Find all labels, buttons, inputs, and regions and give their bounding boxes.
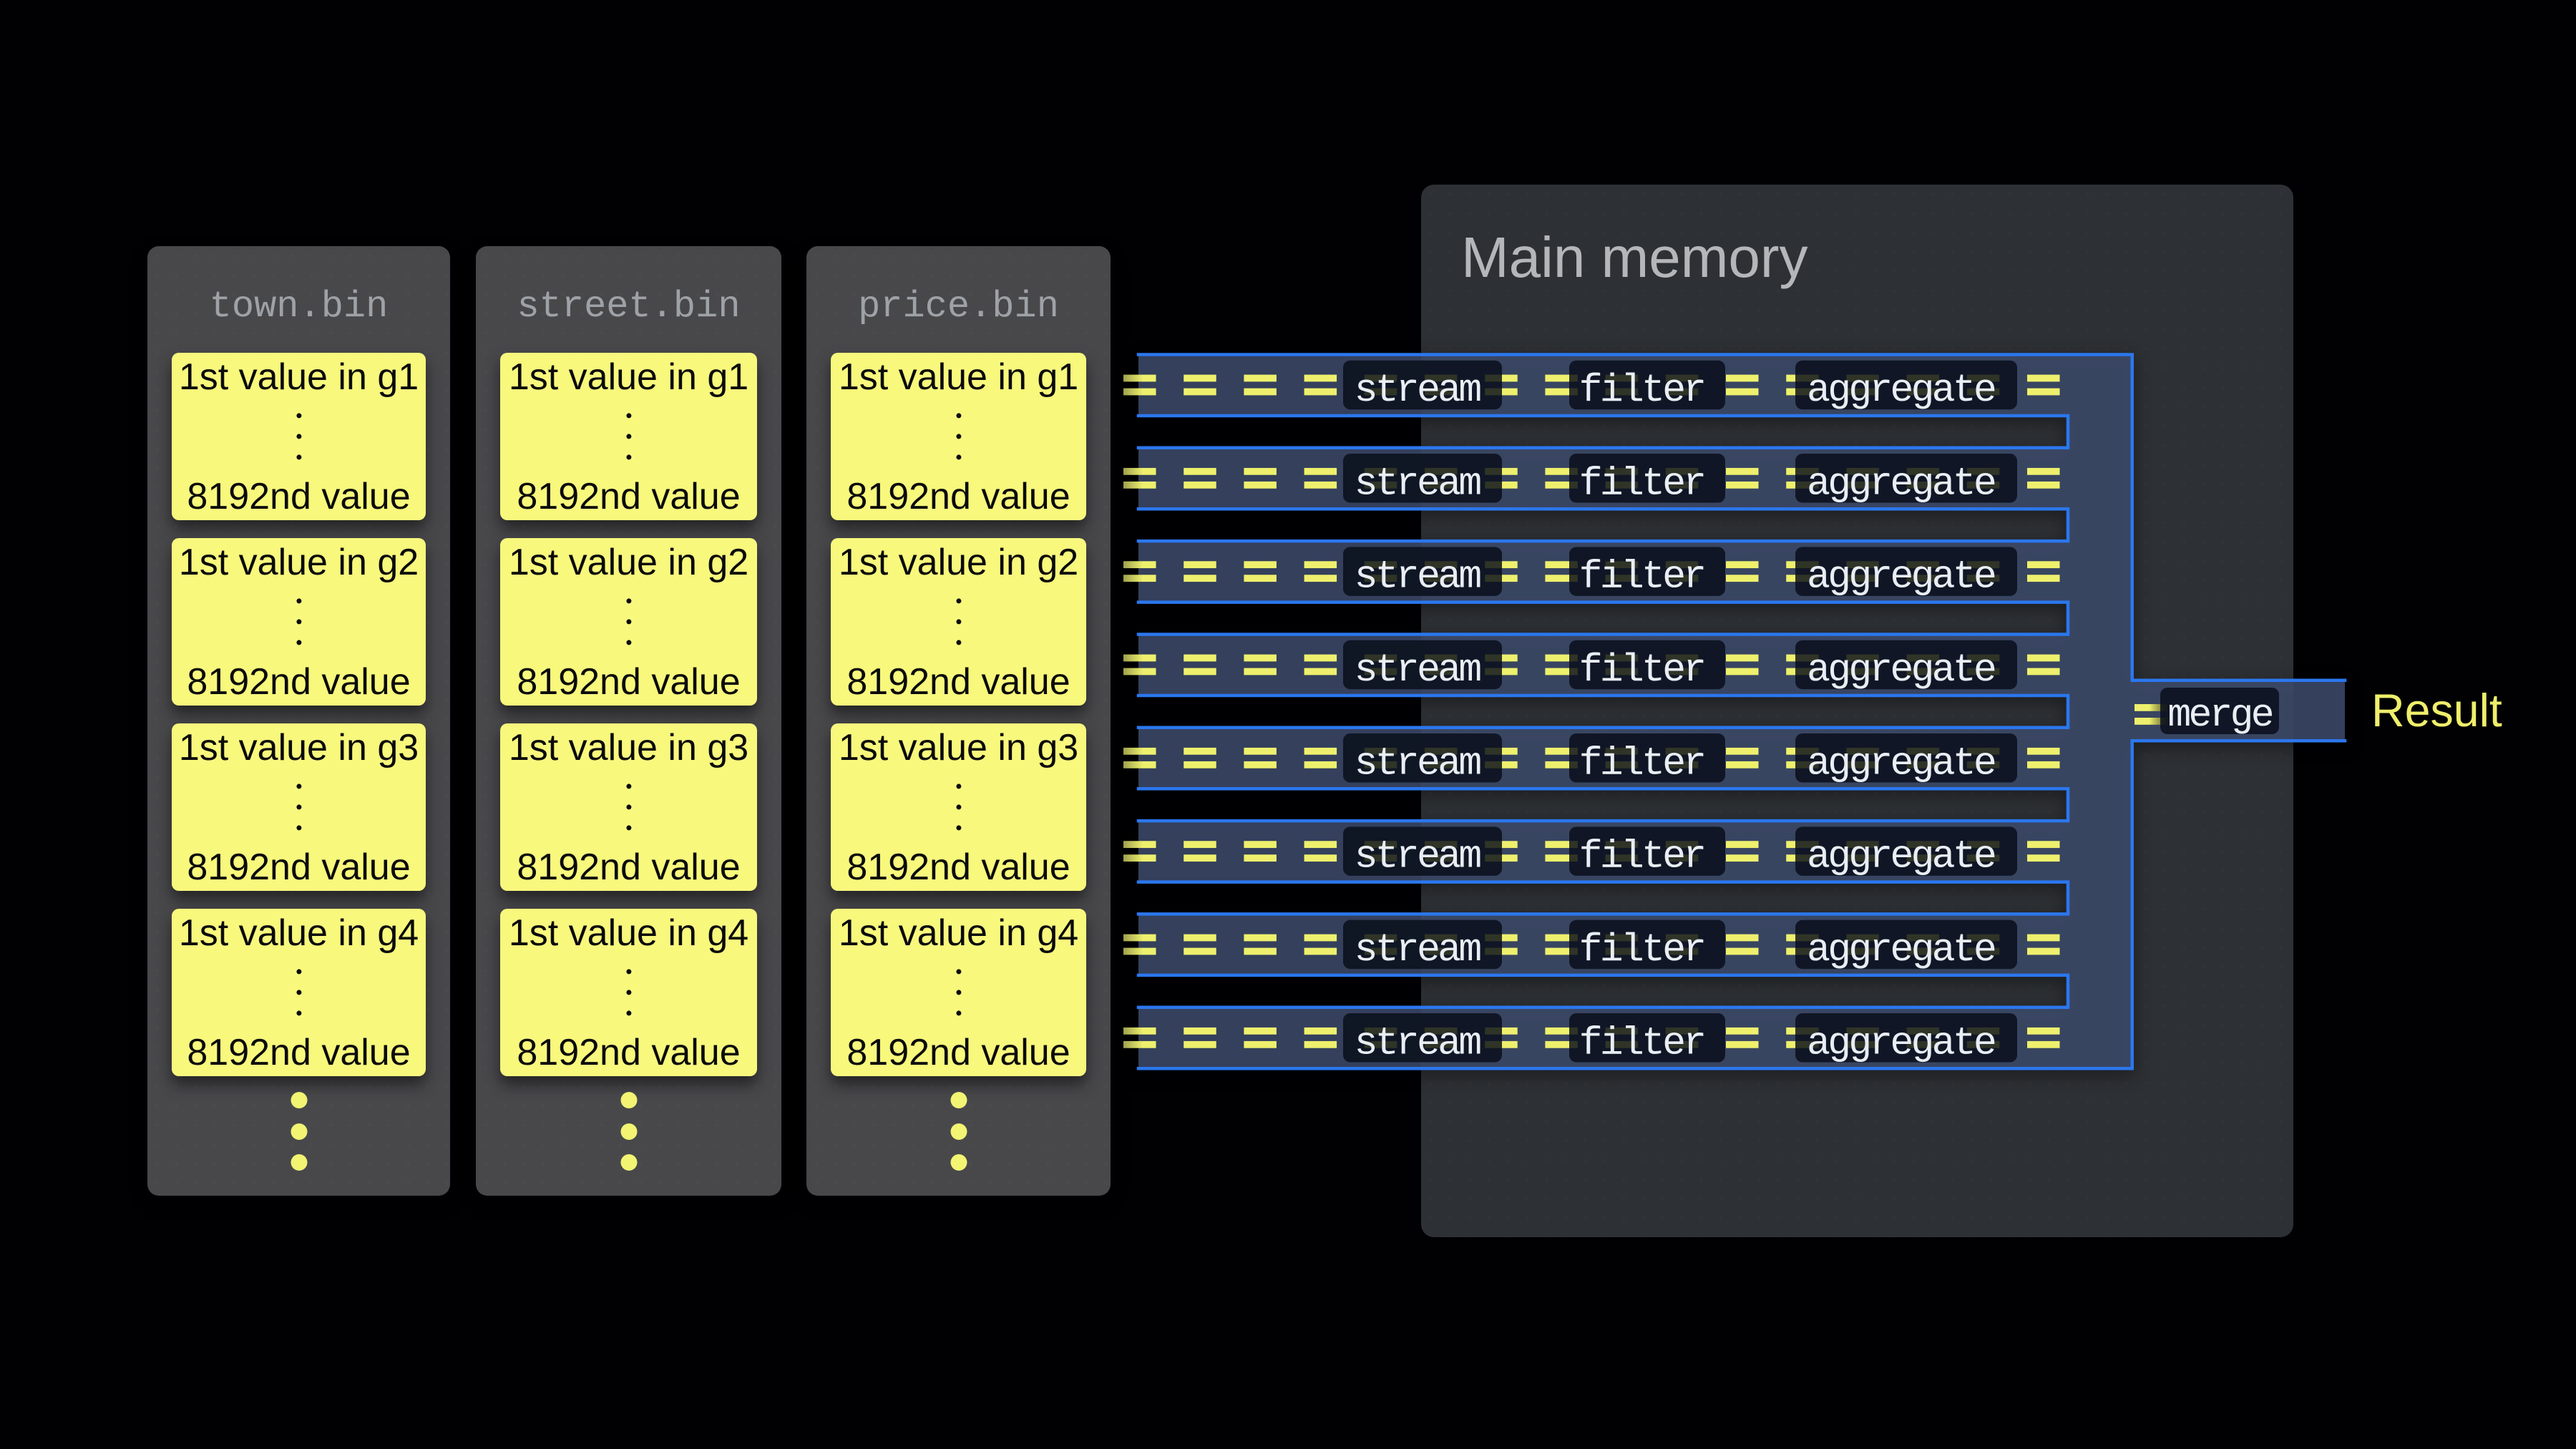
svg-text:Result: Result: [2371, 685, 2502, 736]
svg-text:merge: merge: [2167, 693, 2272, 738]
